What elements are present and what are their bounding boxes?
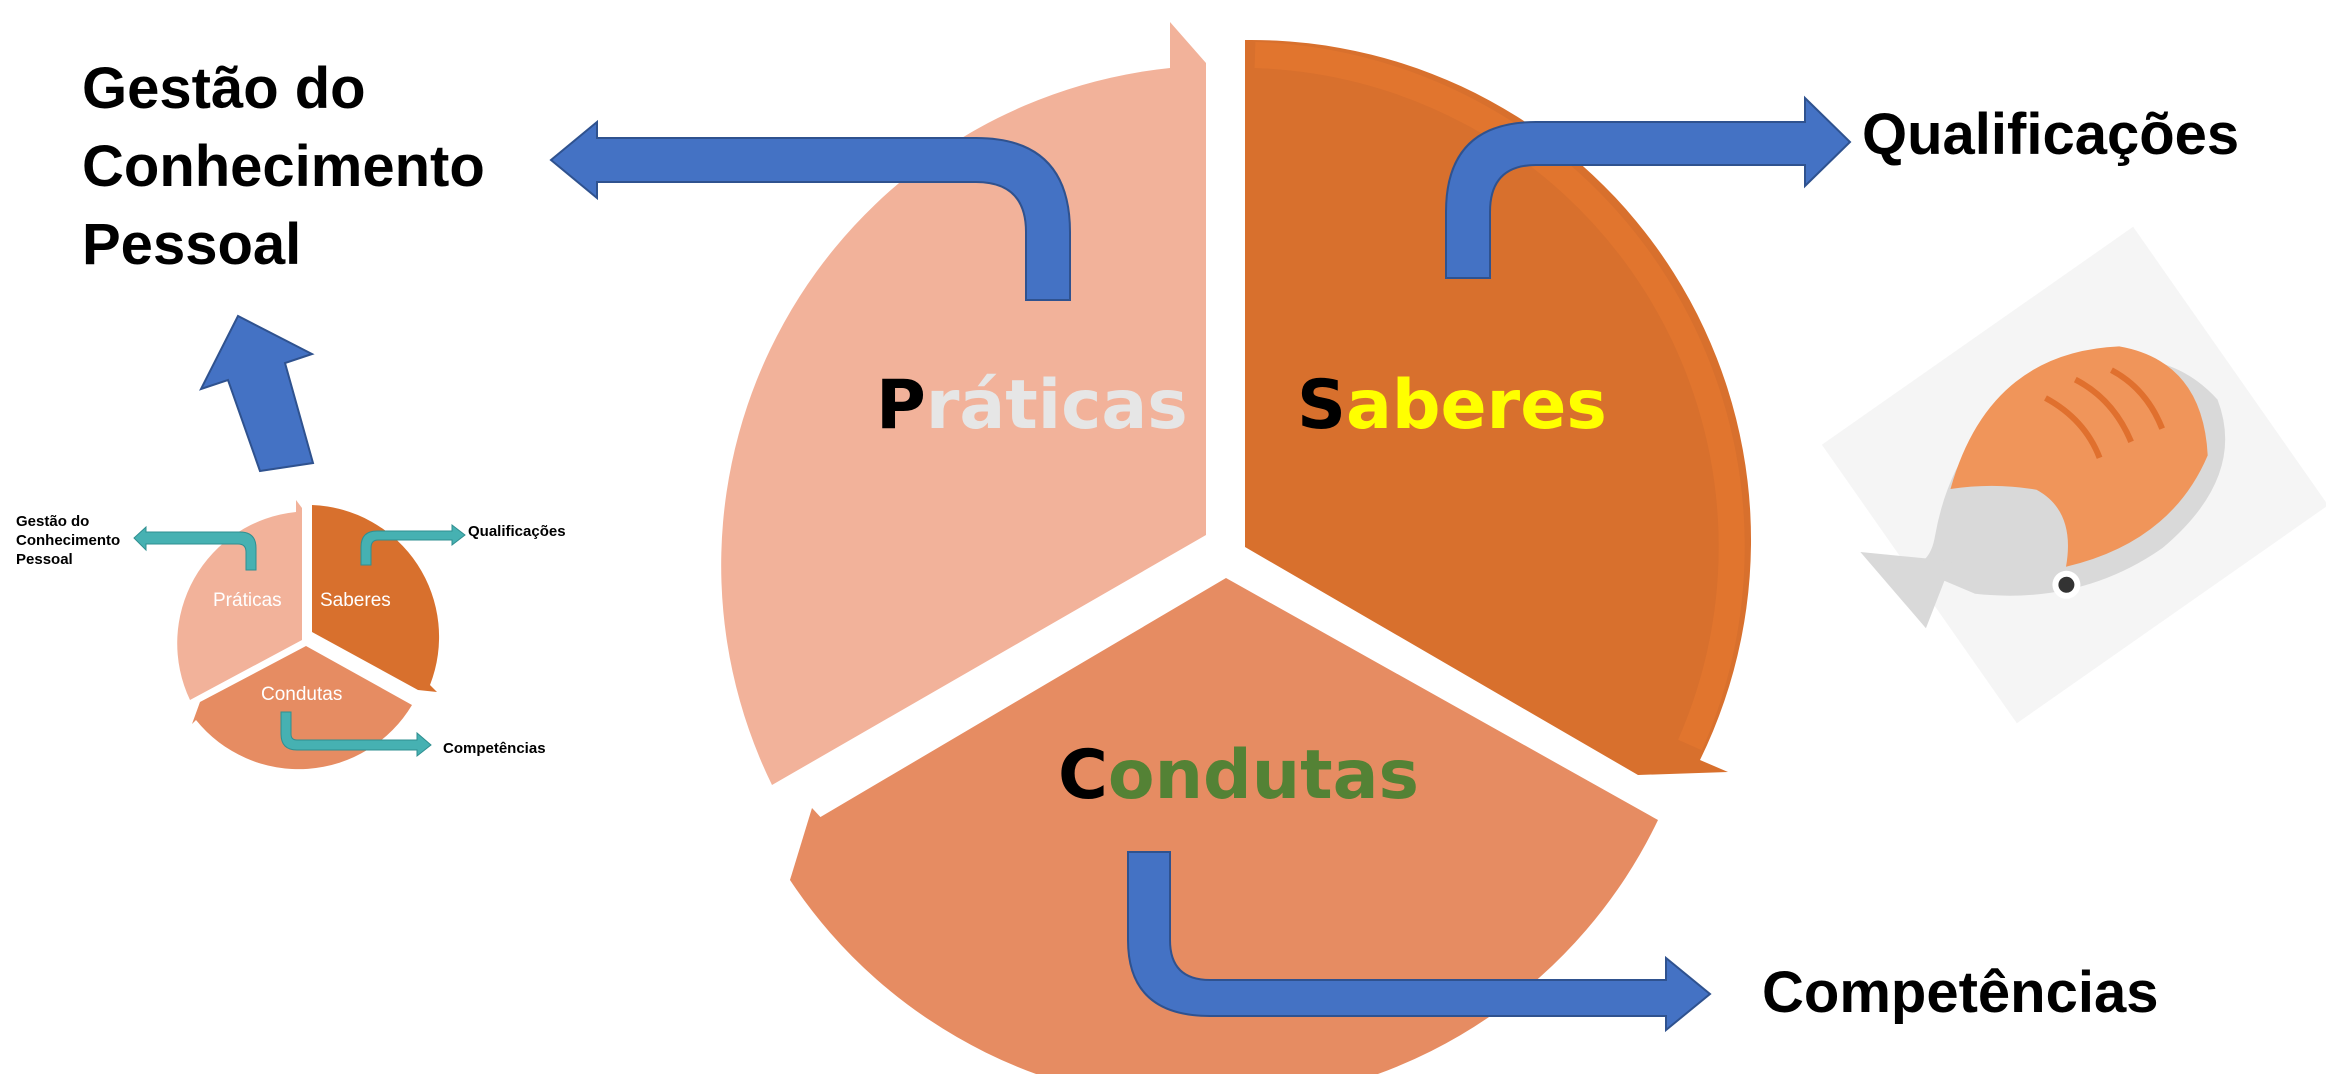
gestao-label-line1: Gestão do (82, 56, 366, 121)
mini-praticas-segment (177, 500, 302, 700)
mini-qualificacoes-label: Qualificações (468, 523, 566, 540)
condutas-segment (790, 578, 1658, 1074)
mini-saberes-label: Saberes (320, 590, 391, 611)
mini-arrow-to-qualificacoes (360, 523, 466, 566)
mini-gestao-line3: Pessoal (16, 551, 73, 568)
mini-competencias-label: Competências (443, 740, 546, 757)
mini-condutas-label: Condutas (261, 684, 342, 705)
saberes-rim (1254, 42, 1745, 751)
arrow-up-to-gestao (199, 314, 315, 473)
saberes-label: Saberes (1297, 366, 1607, 445)
mini-arrow-to-gestao (133, 525, 257, 571)
condutas-arrow-tip (790, 808, 840, 880)
gestao-label-line2: Conhecimento (82, 134, 485, 199)
mini-gestao-line2: Conhecimento (16, 532, 120, 549)
praticas-label: Práticas (876, 366, 1188, 445)
mini-gestao-line1: Gestão do (16, 513, 89, 530)
fish-icon (1821, 226, 2326, 724)
mini-saberes-segment (312, 505, 440, 692)
qualificacoes-label: Qualificações (1862, 102, 2239, 167)
mini-condutas-segment (192, 646, 412, 770)
main-cycle (721, 22, 1752, 1074)
mini-praticas-label: Práticas (213, 590, 282, 611)
arrow-to-qualificacoes (1445, 95, 1852, 279)
competencias-label: Competências (1762, 960, 2158, 1025)
condutas-label: Condutas (1058, 736, 1419, 815)
gestao-label-line3: Pessoal (82, 212, 301, 277)
arrow-to-competencias (1127, 851, 1712, 1033)
mini-diagram: Práticas Saberes Condutas Gestão do Conh… (16, 500, 566, 770)
mini-arrow-to-competencias (280, 711, 432, 758)
praticas-segment (721, 22, 1206, 785)
arrow-to-gestao (549, 119, 1071, 301)
